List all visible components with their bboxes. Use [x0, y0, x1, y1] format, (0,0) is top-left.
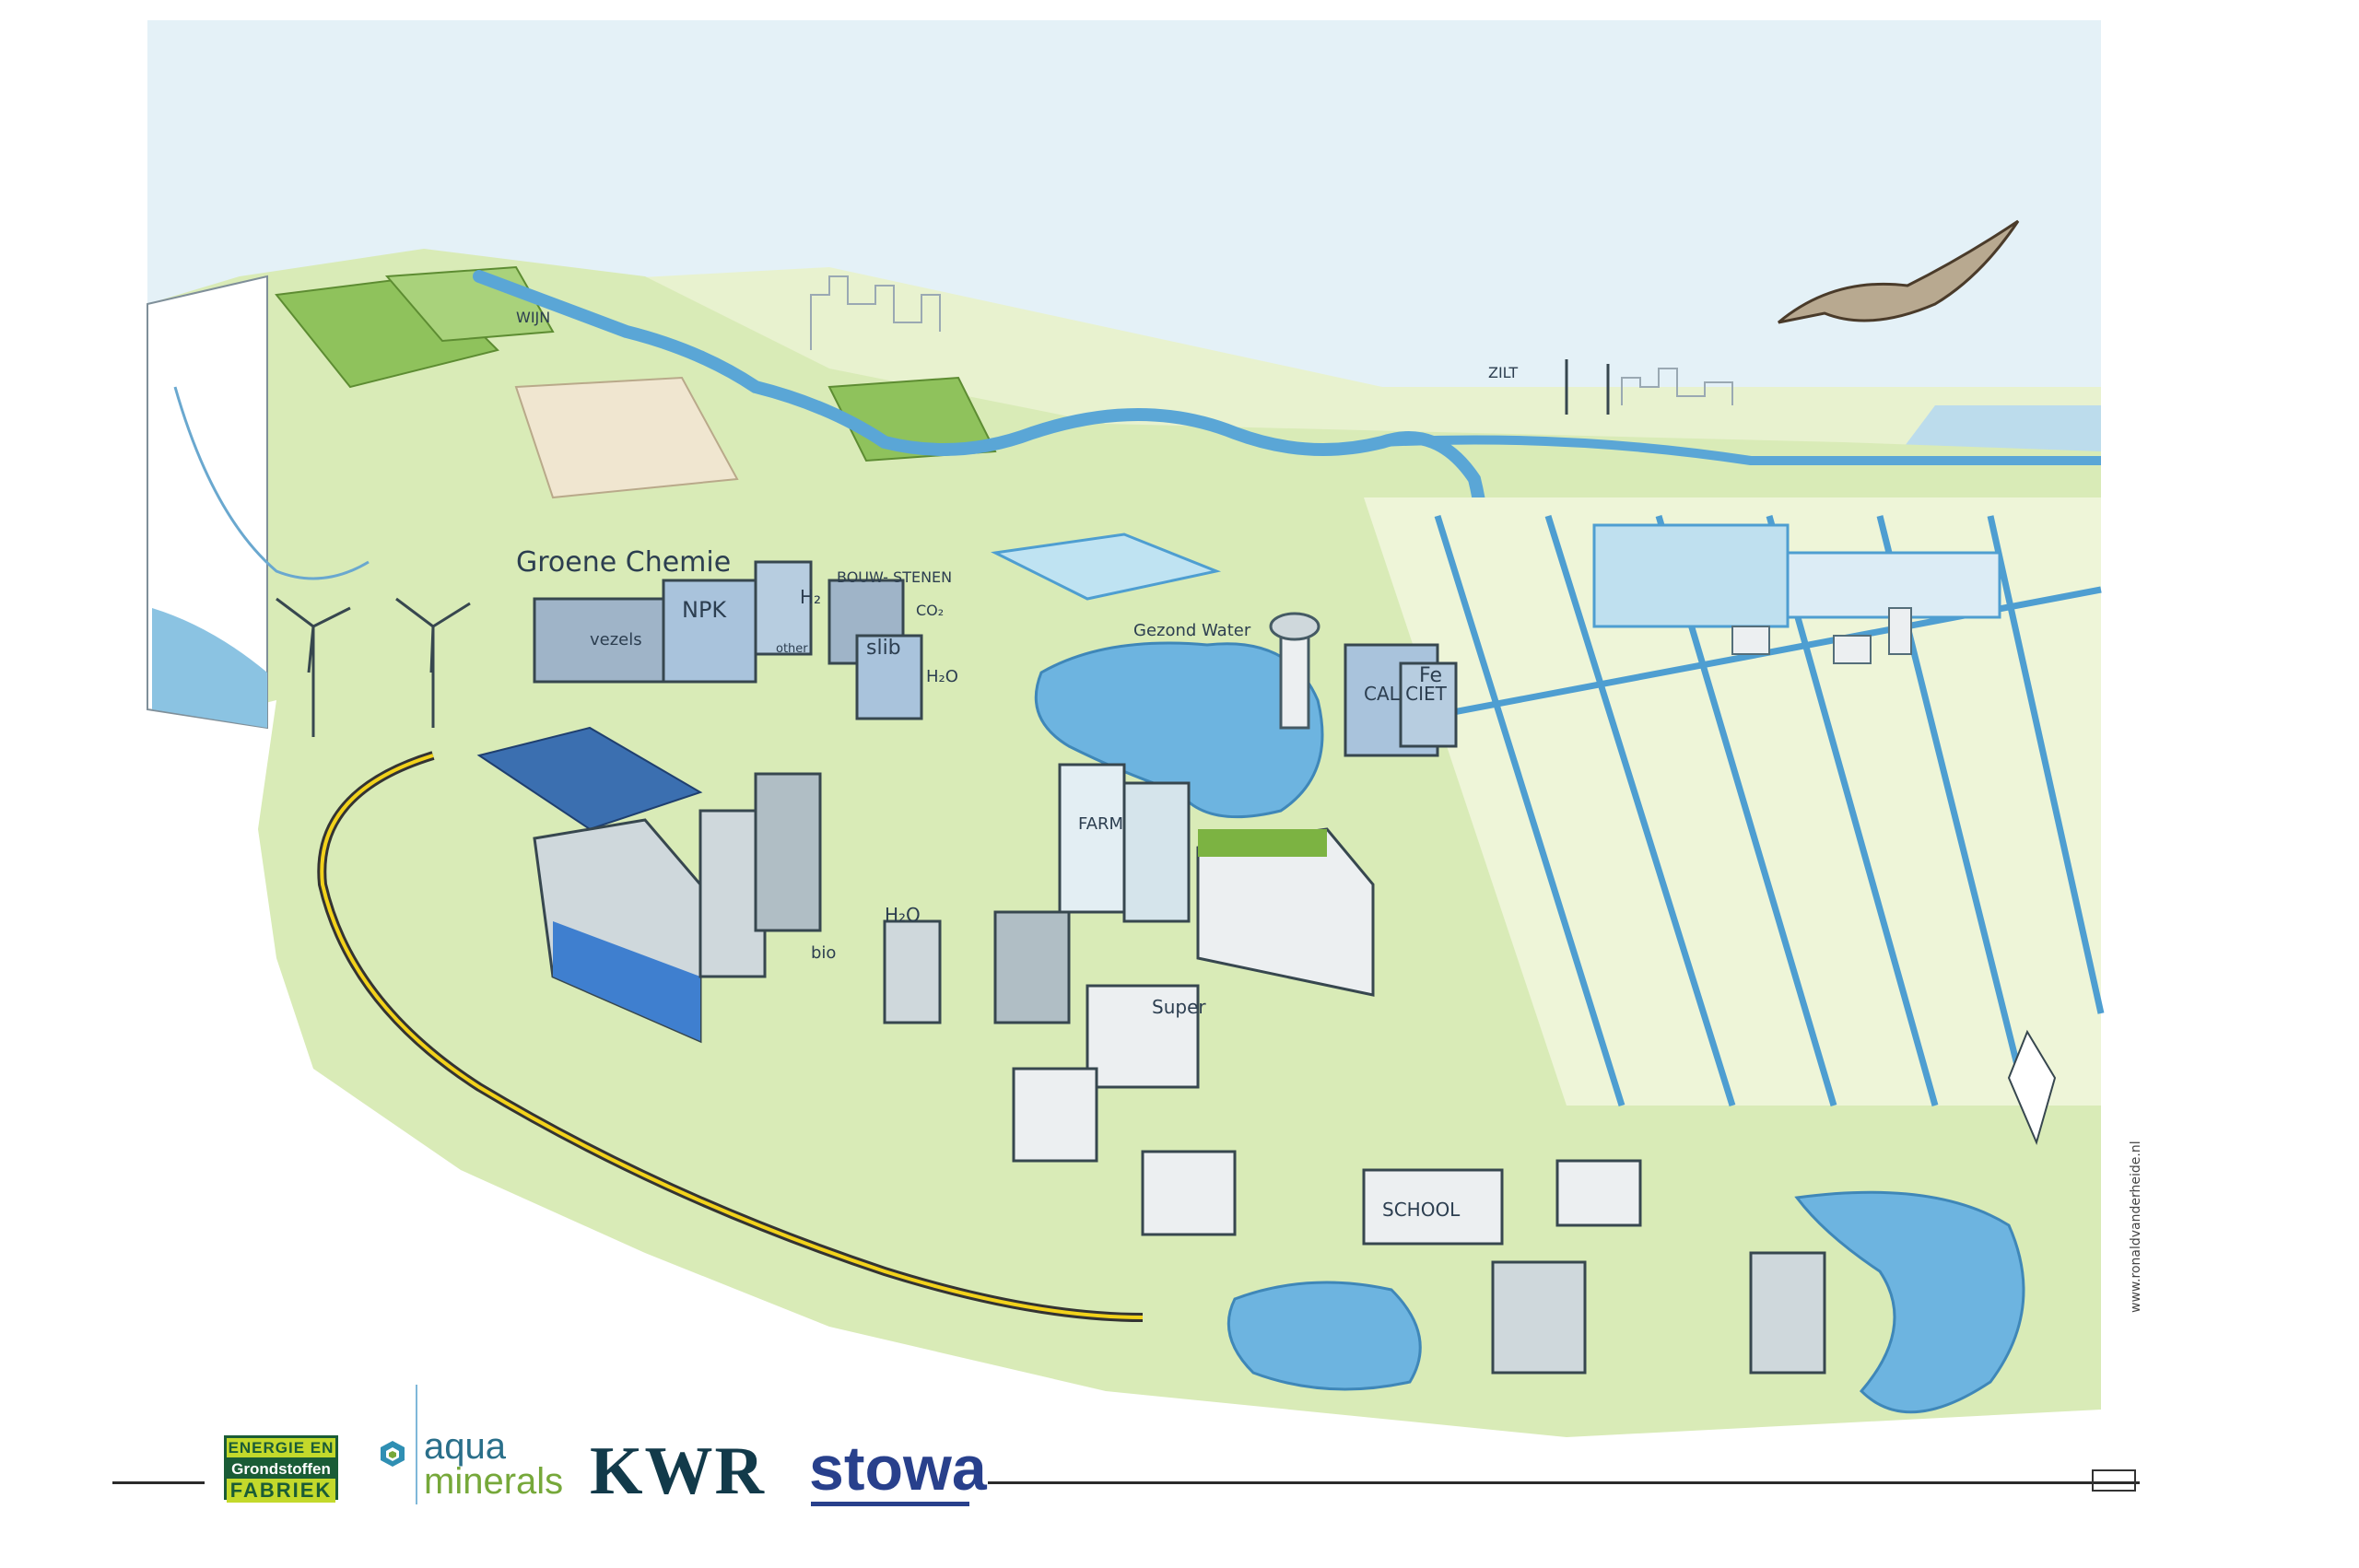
- egf-line1: ENERGIE EN: [227, 1438, 335, 1457]
- central-lake: [1034, 641, 1324, 819]
- pond-left: [1226, 1281, 1422, 1391]
- greenhouse: [991, 532, 1222, 601]
- label-groene-chemie: Groene Chemie: [516, 546, 731, 579]
- label-h2o-tower: H₂O: [885, 904, 921, 926]
- stowa-logo: stowa: [809, 1433, 987, 1504]
- label-zilt: ZILT: [1488, 364, 1518, 381]
- label-vezels: vezels: [590, 630, 642, 649]
- pond-right: [1794, 1190, 2025, 1414]
- footer-rule-left: [112, 1481, 205, 1484]
- label-h2o-plant: H₂O: [926, 667, 958, 686]
- pipeline-loop-inner: [320, 754, 1144, 1319]
- aqua-divider: [416, 1385, 417, 1504]
- solar-field: [476, 726, 703, 831]
- groundwater: [152, 608, 267, 728]
- label-h2: H₂: [800, 586, 821, 608]
- river: [473, 270, 1490, 651]
- kite: [2007, 1029, 2057, 1145]
- label-slib: slib: [866, 637, 901, 660]
- label-fe: Fe: [1419, 664, 1442, 687]
- label-npk: NPK: [682, 597, 727, 623]
- egf-line3: FABRIEK: [227, 1479, 335, 1503]
- industrial-zone: [533, 560, 1458, 757]
- water-tower: [1269, 612, 1320, 730]
- city-buildings: [533, 763, 1826, 1375]
- aqua-drop-icon: [381, 1441, 405, 1467]
- footer-rule-right: [988, 1481, 2140, 1484]
- stowa-underline: [811, 1502, 969, 1506]
- village: [1592, 523, 2001, 664]
- label-other: other: [776, 642, 808, 656]
- label-calciet: CAL CIET: [1364, 683, 1448, 705]
- aqua-minerals-logo: aqua minerals: [378, 1385, 564, 1509]
- wind-turbines: [276, 359, 1610, 737]
- label-co2: CO₂: [916, 602, 944, 619]
- egf-line2: Grondstoffen: [231, 1460, 331, 1478]
- label-bio: bio: [811, 943, 836, 963]
- label-school: SCHOOL: [1382, 1199, 1461, 1221]
- label-super: Super: [1152, 996, 1206, 1018]
- distant-skyline: [810, 275, 1733, 405]
- label-wijn: WIJN: [516, 309, 550, 326]
- aqua-line2: minerals: [424, 1461, 564, 1502]
- aqua-line1: aqua: [424, 1426, 506, 1467]
- label-bouwstenen: BOUW- STENEN: [837, 568, 952, 586]
- label-farm: FARM: [1078, 814, 1123, 834]
- energie-grondstoffen-fabriek-logo: ENERGIE EN Grondstoffen FABRIEK: [224, 1435, 338, 1503]
- gull-bird: [1778, 219, 2020, 324]
- artist-credit: www.ronaldvanderheide.nl: [2129, 1141, 2143, 1313]
- groundwater-flow: [173, 386, 370, 580]
- canal-right: [1381, 435, 2101, 465]
- artist-signature: [2092, 1469, 2136, 1492]
- polder-fields: [1364, 497, 2105, 1107]
- kwr-logo: KWR: [590, 1433, 766, 1509]
- label-gezond-water: Gezond Water: [1133, 621, 1251, 640]
